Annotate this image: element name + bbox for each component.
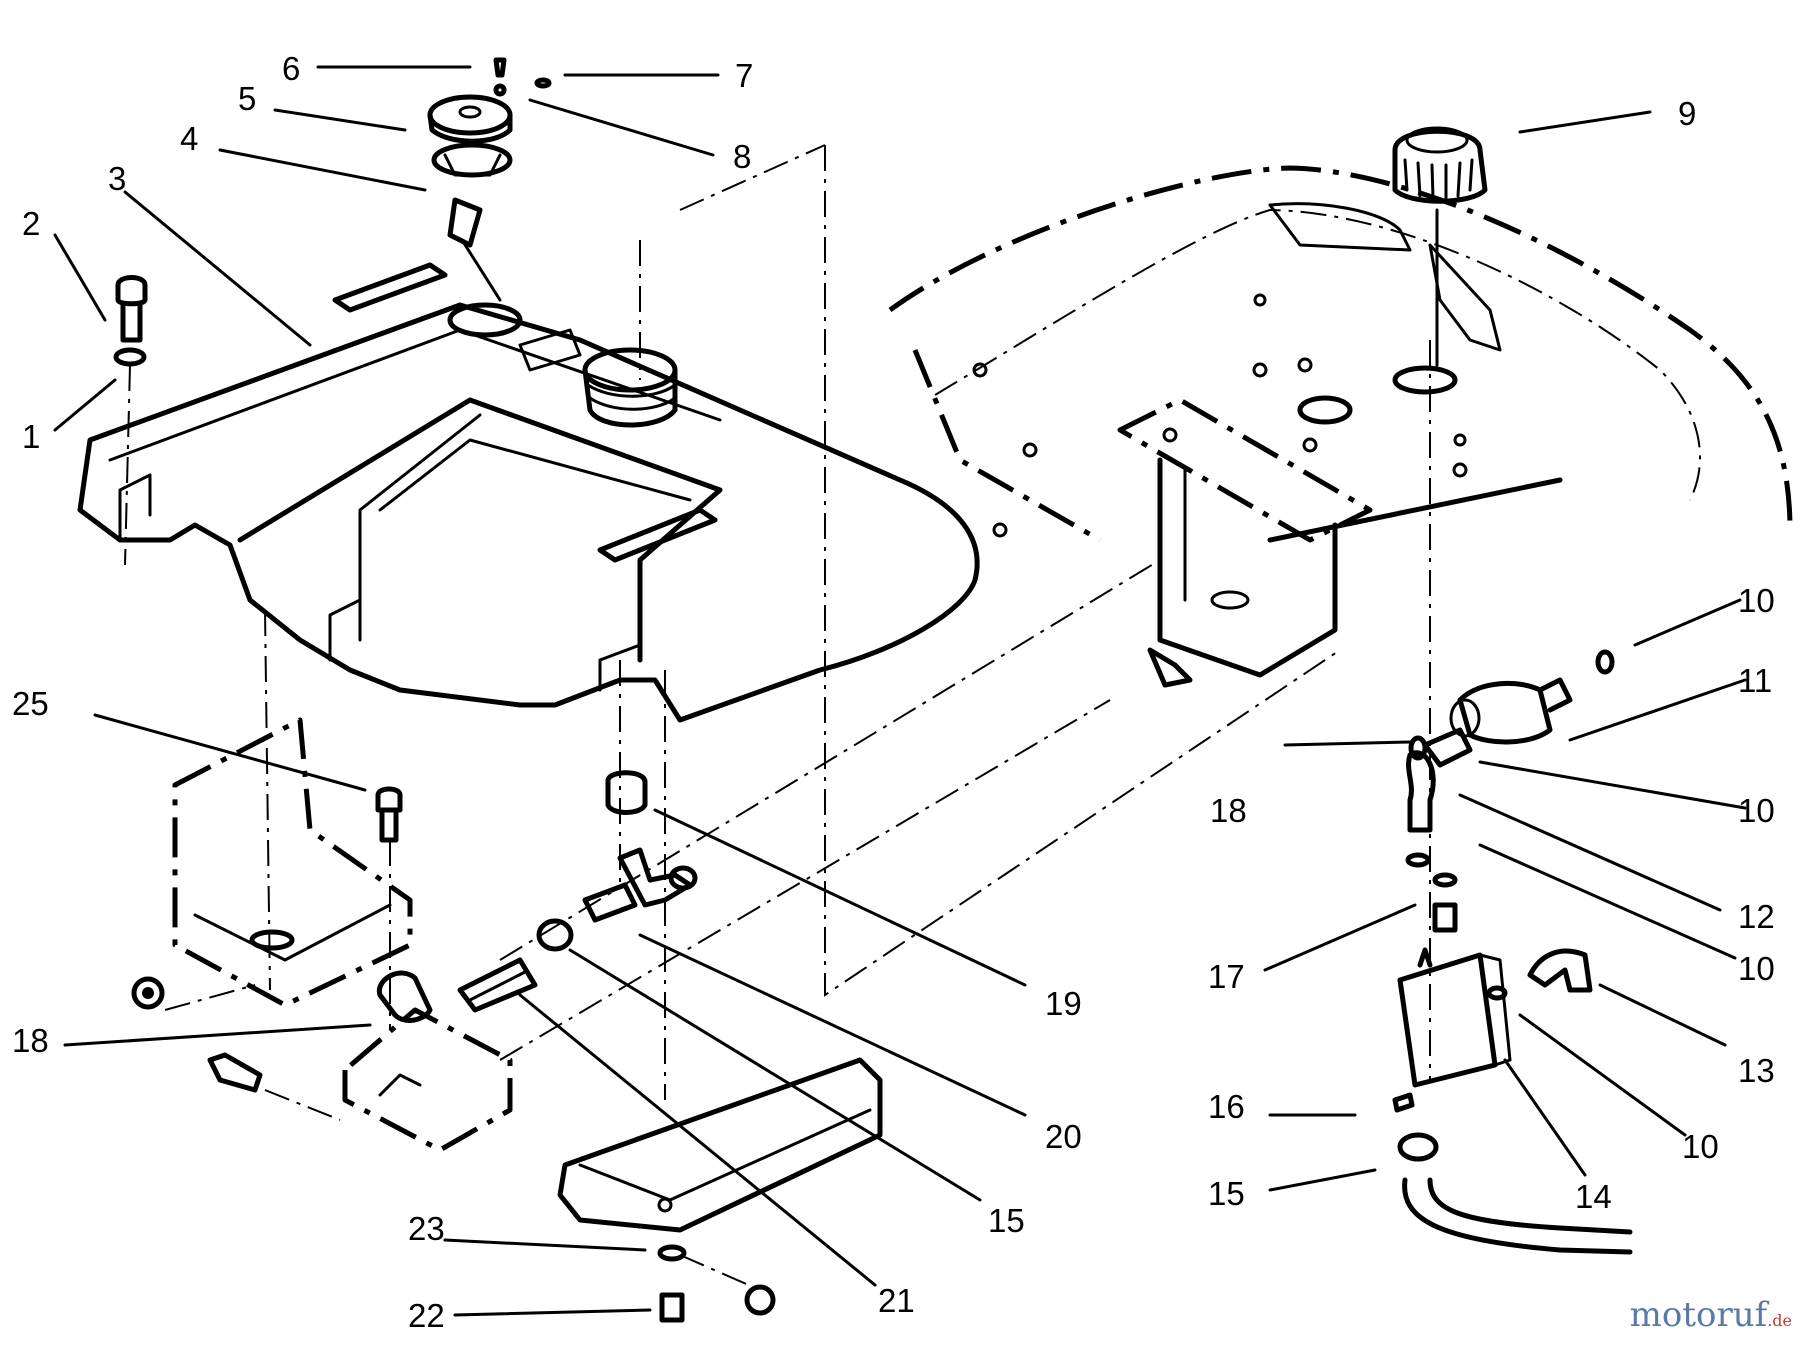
part-label: 10 — [1738, 582, 1775, 619]
part-label: 19 — [1045, 985, 1082, 1022]
part-label: 15 — [1208, 1175, 1245, 1212]
site-watermark: motoruf.de — [1630, 1295, 1792, 1335]
watermark-suffix: .de — [1767, 1311, 1792, 1330]
lower-right-shield — [557, 1057, 883, 1323]
part-labels: 1 2 3 4 5 6 7 8 9 10 11 10 18 12 10 17 1… — [12, 50, 1775, 1334]
part-label: 21 — [878, 1282, 915, 1319]
part-label: 2 — [22, 205, 40, 242]
watermark-brand: motoruf — [1629, 1295, 1768, 1335]
hood-panel — [888, 165, 1793, 543]
fuel-filter-assembly — [1392, 649, 1633, 1255]
leader-lines — [53, 65, 1747, 1317]
part-label: 20 — [1045, 1118, 1082, 1155]
lower-left-shield — [131, 717, 413, 1030]
fuel-cap — [1392, 126, 1488, 367]
part-label: 18 — [12, 1022, 49, 1059]
part-label: 23 — [408, 1210, 445, 1247]
part-label: 12 — [1738, 898, 1775, 935]
part-label: 15 — [988, 1202, 1025, 1239]
lower-bracket — [207, 970, 513, 1153]
fuel-gauge-assembly — [427, 57, 552, 302]
part-label: 22 — [408, 1297, 445, 1334]
part-label: 11 — [1738, 662, 1772, 699]
bolt-and-washer — [113, 275, 148, 566]
part-label: 18 — [1210, 792, 1247, 829]
part-label: 7 — [735, 57, 753, 94]
part-label: 9 — [1678, 95, 1696, 132]
fuel-valve-lines — [457, 770, 698, 1013]
seat-bracket — [1117, 397, 1373, 688]
part-label: 10 — [1738, 792, 1775, 829]
part-label: 14 — [1575, 1178, 1612, 1215]
part-label: 10 — [1682, 1128, 1719, 1165]
assembly-guides — [264, 144, 1431, 1100]
fuel-tank — [77, 262, 980, 723]
part-label: 25 — [12, 685, 49, 722]
part-label: 13 — [1738, 1052, 1775, 1089]
part-label: 10 — [1738, 950, 1775, 987]
part-label: 5 — [238, 80, 256, 117]
part-label: 8 — [733, 138, 751, 175]
part-label: 1 — [22, 418, 40, 455]
part-label: 6 — [282, 50, 300, 87]
part-label: 4 — [180, 120, 198, 157]
part-label: 16 — [1208, 1088, 1245, 1125]
part-label: 17 — [1208, 958, 1245, 995]
part-label: 3 — [108, 160, 126, 197]
